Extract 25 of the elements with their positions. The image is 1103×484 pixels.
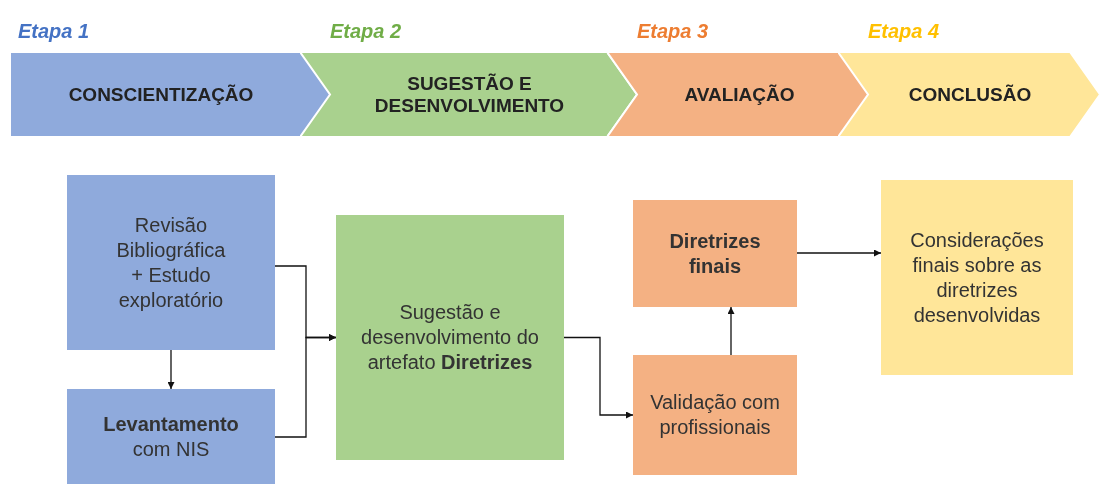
arrow [727,306,735,356]
box-text: Validação com profissionais [649,390,781,440]
box-text: Revisão Bibliográfica + Estudo exploratório [115,212,227,313]
arrow [796,249,882,257]
process-box [67,175,275,350]
stage-heading: Etapa 2 [330,20,402,43]
box-text: Levantamento com NIS [102,411,240,462]
arrow [167,349,175,390]
stage-heading: Etapa 4 [868,20,940,43]
process-box [67,389,275,484]
process-box [881,180,1073,375]
arrow [563,336,634,419]
stage-title: SUGESTÃO E DESENVOLVIMENTO [373,72,566,117]
stage-heading: Etapa 3 [637,20,709,43]
stage-heading: Etapa 1 [18,20,90,43]
stage-title: AVALIAÇÃO [684,83,795,106]
box-text: Diretrizes finais [668,228,762,279]
process-box [633,355,797,475]
stage-title: CONSCIENTIZAÇÃO [68,83,254,106]
arrow [274,334,337,438]
stage-title: CONCLUSÃO [908,83,1032,106]
box-text: Sugestão e desenvolvimento do artefato Diretrizes [360,300,540,375]
process-box [336,215,564,460]
box-text: Considerações finais sobre as diretrizes desenvolvidas [909,227,1045,328]
process-box [633,200,797,307]
